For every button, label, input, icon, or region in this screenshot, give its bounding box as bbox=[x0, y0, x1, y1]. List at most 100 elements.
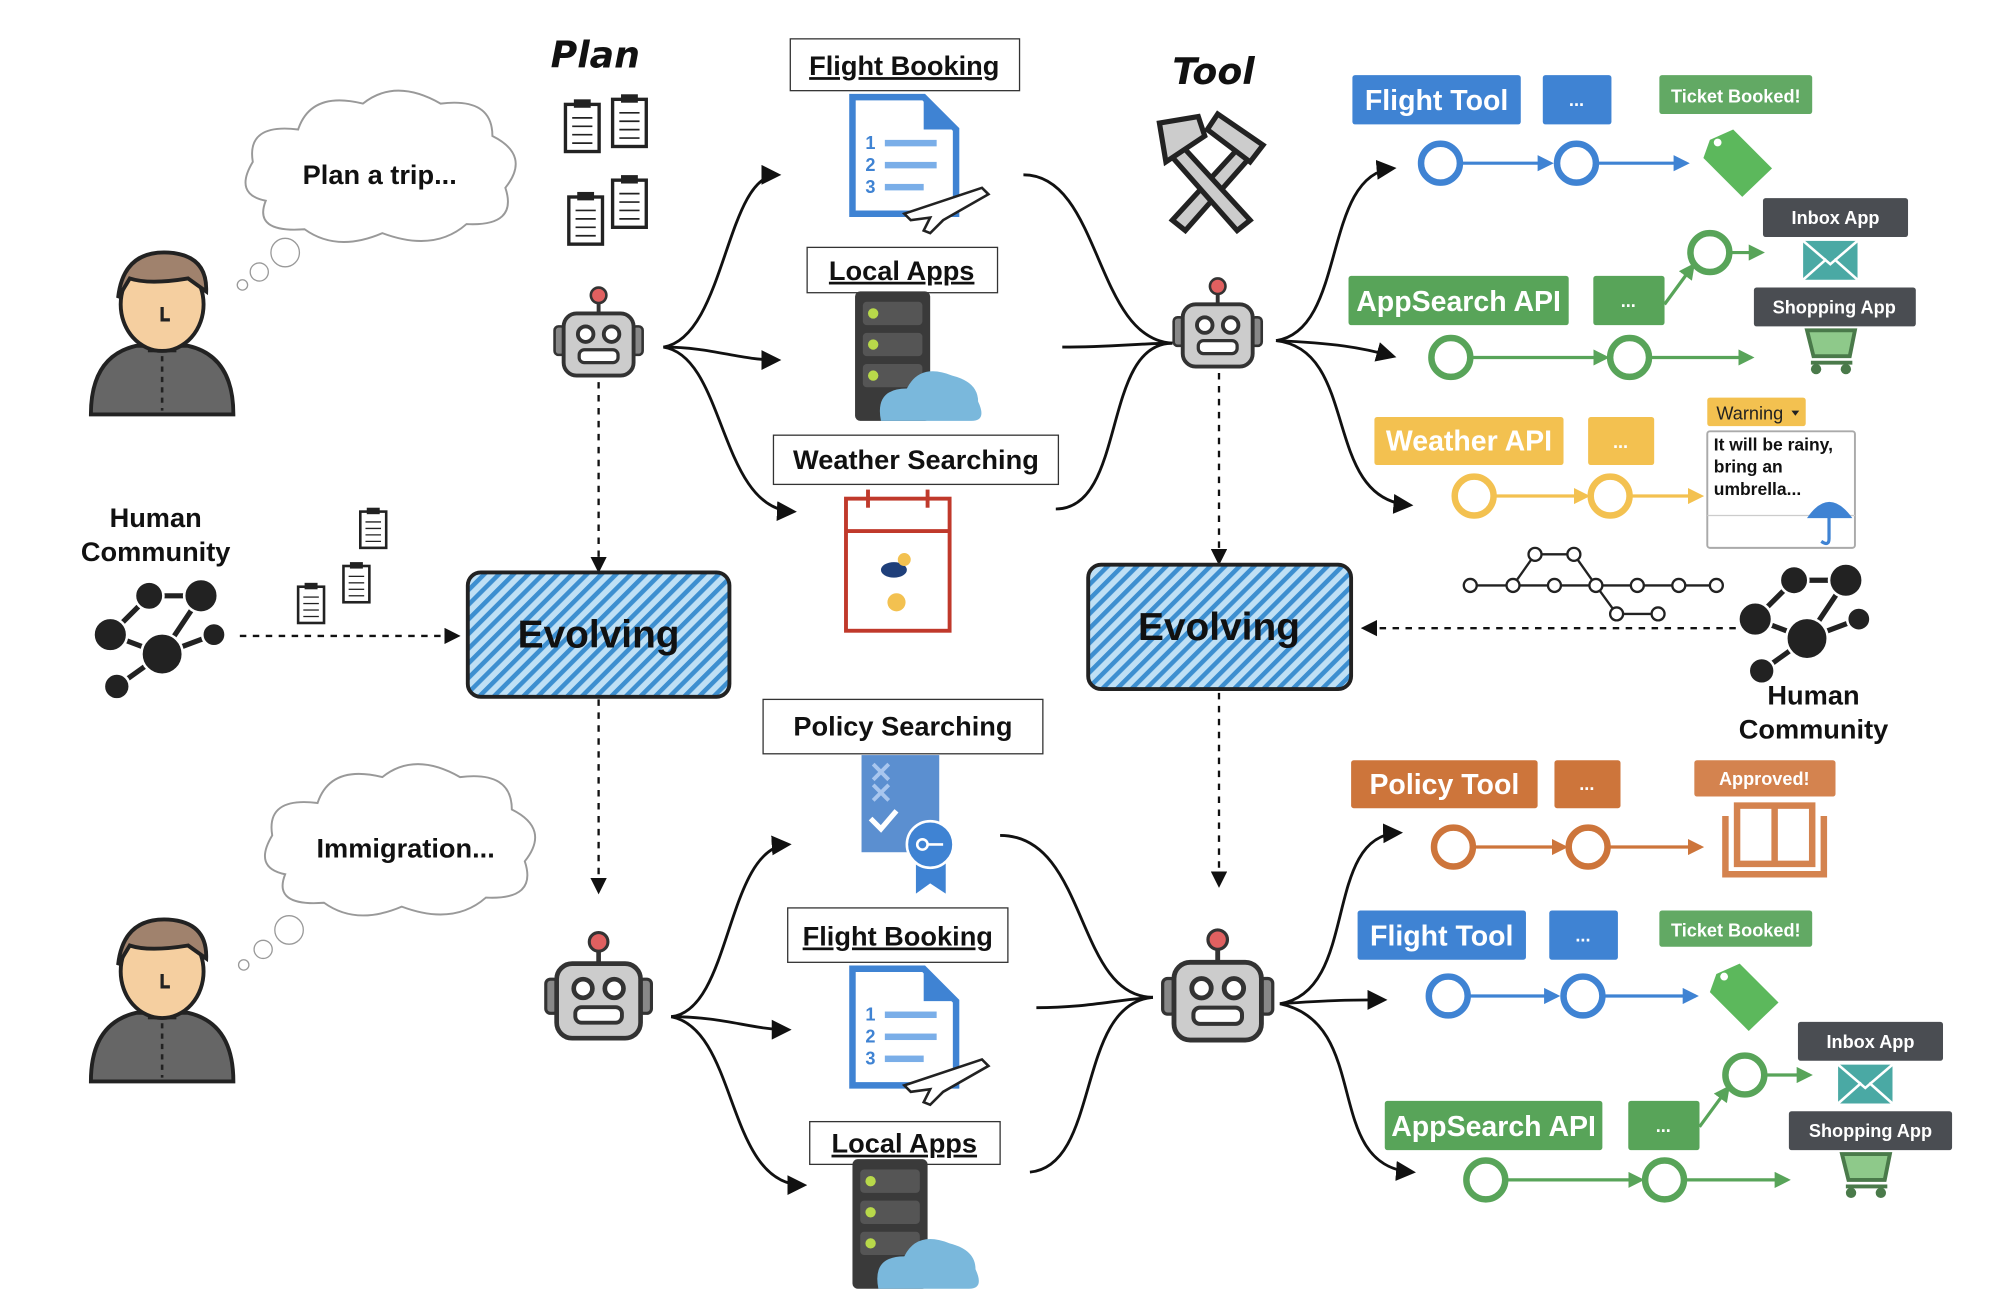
svg-text:Flight Tool: Flight Tool bbox=[1370, 920, 1513, 952]
svg-text:Shopping App: Shopping App bbox=[1773, 297, 1896, 317]
user-top bbox=[88, 250, 236, 417]
svg-text:Shopping App: Shopping App bbox=[1809, 1121, 1932, 1141]
capability-local-apps-top: Local Apps bbox=[806, 246, 999, 421]
capability-local-apps-bottom: Local Apps bbox=[809, 1120, 1001, 1289]
agent-robot-tool-top bbox=[1171, 276, 1264, 369]
svg-text:Weather Searching: Weather Searching bbox=[793, 444, 1039, 475]
edge-to-weather-api bbox=[1275, 339, 1414, 514]
svg-text:AppSearch API: AppSearch API bbox=[1391, 1111, 1596, 1143]
edge-plan-local bbox=[663, 345, 782, 371]
flight-document-icon bbox=[852, 969, 988, 1105]
human-community-right: Human Community bbox=[1738, 563, 1888, 744]
tool-label: Tool bbox=[1172, 50, 1255, 93]
svg-text:Local Apps: Local Apps bbox=[829, 255, 975, 286]
policy-certificate-icon bbox=[861, 755, 955, 894]
warning-message-text: It will be rainy, bring an umbrella... bbox=[1713, 435, 1833, 499]
user-bottom bbox=[88, 917, 236, 1084]
svg-text:Approved!: Approved! bbox=[1719, 769, 1810, 789]
price-tag-icon bbox=[1703, 129, 1773, 197]
flight-tool-row-bottom: Flight Tool ... Ticket Booked! bbox=[1357, 910, 1813, 1031]
thought-cloud-bottom: Immigration... bbox=[237, 763, 537, 971]
svg-text:Warning: Warning bbox=[1716, 404, 1783, 424]
open-book-icon bbox=[1722, 802, 1828, 878]
svg-text:Policy Tool: Policy Tool bbox=[1369, 769, 1519, 801]
svg-text:Flight Booking: Flight Booking bbox=[809, 50, 999, 81]
edge-plan-policy bbox=[670, 835, 792, 1019]
svg-text:...: ... bbox=[1579, 774, 1594, 794]
human-community-left: Human Community bbox=[81, 502, 388, 699]
trajectory-graph-icon bbox=[1462, 546, 1724, 622]
svg-text:...: ... bbox=[1575, 926, 1590, 946]
edge-to-flight-tool-bottom bbox=[1279, 989, 1388, 1010]
svg-text:Human: Human bbox=[110, 502, 202, 533]
capability-policy-searching: Policy Searching bbox=[762, 698, 1044, 894]
umbrella-icon bbox=[1807, 501, 1853, 546]
svg-text:Human: Human bbox=[1767, 680, 1859, 711]
price-tag-icon bbox=[1709, 963, 1779, 1031]
edge-to-flight-tool bbox=[1275, 159, 1397, 343]
capability-flight-booking-bottom: Flight Booking bbox=[787, 907, 1009, 1105]
svg-text:Flight Tool: Flight Tool bbox=[1365, 85, 1508, 117]
user-prompt-top: Plan a trip... bbox=[303, 159, 457, 190]
appsearch-row-top: AppSearch API ... Inbox App Shopping App bbox=[1348, 198, 1916, 381]
shopping-cart-icon bbox=[1804, 328, 1858, 375]
thought-cloud-top: Plan a trip... bbox=[236, 89, 517, 291]
agent-robot-plan-top bbox=[552, 285, 645, 378]
hammer-tools-icon bbox=[1156, 110, 1267, 235]
edge-to-appsearch bbox=[1275, 339, 1397, 362]
svg-text:Evolving: Evolving bbox=[518, 614, 680, 657]
svg-text:Community: Community bbox=[1739, 713, 1889, 744]
appsearch-row-bottom: AppSearch API ... Inbox App Shopping App bbox=[1384, 1021, 1953, 1203]
edge-to-appsearch-bottom bbox=[1279, 1002, 1416, 1181]
server-cloud-icon bbox=[855, 291, 982, 421]
svg-text:Inbox App: Inbox App bbox=[1792, 208, 1880, 228]
evolving-box-right: Evolving bbox=[1086, 562, 1354, 691]
community-network-icon bbox=[93, 579, 225, 699]
flight-document-icon bbox=[852, 97, 988, 233]
svg-text:...: ... bbox=[1621, 291, 1636, 311]
edge-plan-flight-bottom bbox=[671, 1015, 792, 1040]
svg-text:Flight Booking: Flight Booking bbox=[803, 920, 993, 951]
user-prompt-bottom: Immigration... bbox=[317, 832, 495, 863]
capability-flight-booking-top: Flight Booking bbox=[789, 38, 1021, 233]
svg-text:Local Apps: Local Apps bbox=[832, 1128, 978, 1159]
edge-plan-weather bbox=[663, 345, 797, 521]
community-network-icon bbox=[1738, 563, 1870, 683]
svg-text:...: ... bbox=[1656, 1116, 1671, 1136]
plan-clipboards-icon bbox=[563, 92, 648, 246]
clipboards-icon bbox=[296, 506, 388, 625]
flight-tool-row-top: Flight Tool ... Ticket Booked! bbox=[1352, 75, 1813, 197]
svg-text:Policy Searching: Policy Searching bbox=[793, 711, 1012, 742]
mail-icon bbox=[1802, 239, 1859, 281]
agent-robot-plan-bottom bbox=[546, 933, 652, 1039]
policy-tool-row: Policy Tool ... Approved! bbox=[1351, 760, 1836, 878]
svg-text:Ticket Booked!: Ticket Booked! bbox=[1671, 86, 1801, 106]
edge-to-policy-tool bbox=[1279, 823, 1404, 1006]
svg-text:...: ... bbox=[1569, 90, 1584, 110]
svg-text:AppSearch API: AppSearch API bbox=[1356, 286, 1561, 318]
svg-text:Inbox App: Inbox App bbox=[1827, 1032, 1915, 1052]
svg-text:Ticket Booked!: Ticket Booked! bbox=[1671, 920, 1801, 940]
shopping-cart-icon bbox=[1839, 1152, 1893, 1199]
evolving-box-left: Evolving bbox=[465, 570, 732, 699]
svg-text:Weather API: Weather API bbox=[1386, 426, 1552, 458]
edge-plan-local-bottom bbox=[670, 1015, 808, 1196]
warning-dropdown bbox=[1707, 397, 1806, 427]
edge-local-tool-bottom bbox=[1029, 995, 1154, 1174]
capability-weather-searching: Weather Searching bbox=[772, 434, 1060, 633]
edge-plan-flight bbox=[663, 164, 782, 349]
server-cloud-icon bbox=[852, 1159, 979, 1289]
plan-label: Plan bbox=[551, 33, 640, 76]
edge-flight-tool bbox=[1023, 173, 1173, 345]
weather-api-row: Weather API ... Warning It will be rainy… bbox=[1374, 397, 1856, 549]
calendar-weather-icon bbox=[844, 489, 952, 633]
edge-weather-tool bbox=[1055, 341, 1173, 511]
warning-message-box bbox=[1706, 430, 1856, 549]
mail-icon bbox=[1837, 1063, 1894, 1105]
edge-policy-tool bbox=[1000, 833, 1153, 999]
svg-text:...: ... bbox=[1613, 432, 1628, 452]
svg-text:Evolving: Evolving bbox=[1138, 606, 1300, 649]
agent-robot-tool-bottom bbox=[1163, 930, 1273, 1040]
svg-text:Community: Community bbox=[81, 536, 231, 567]
